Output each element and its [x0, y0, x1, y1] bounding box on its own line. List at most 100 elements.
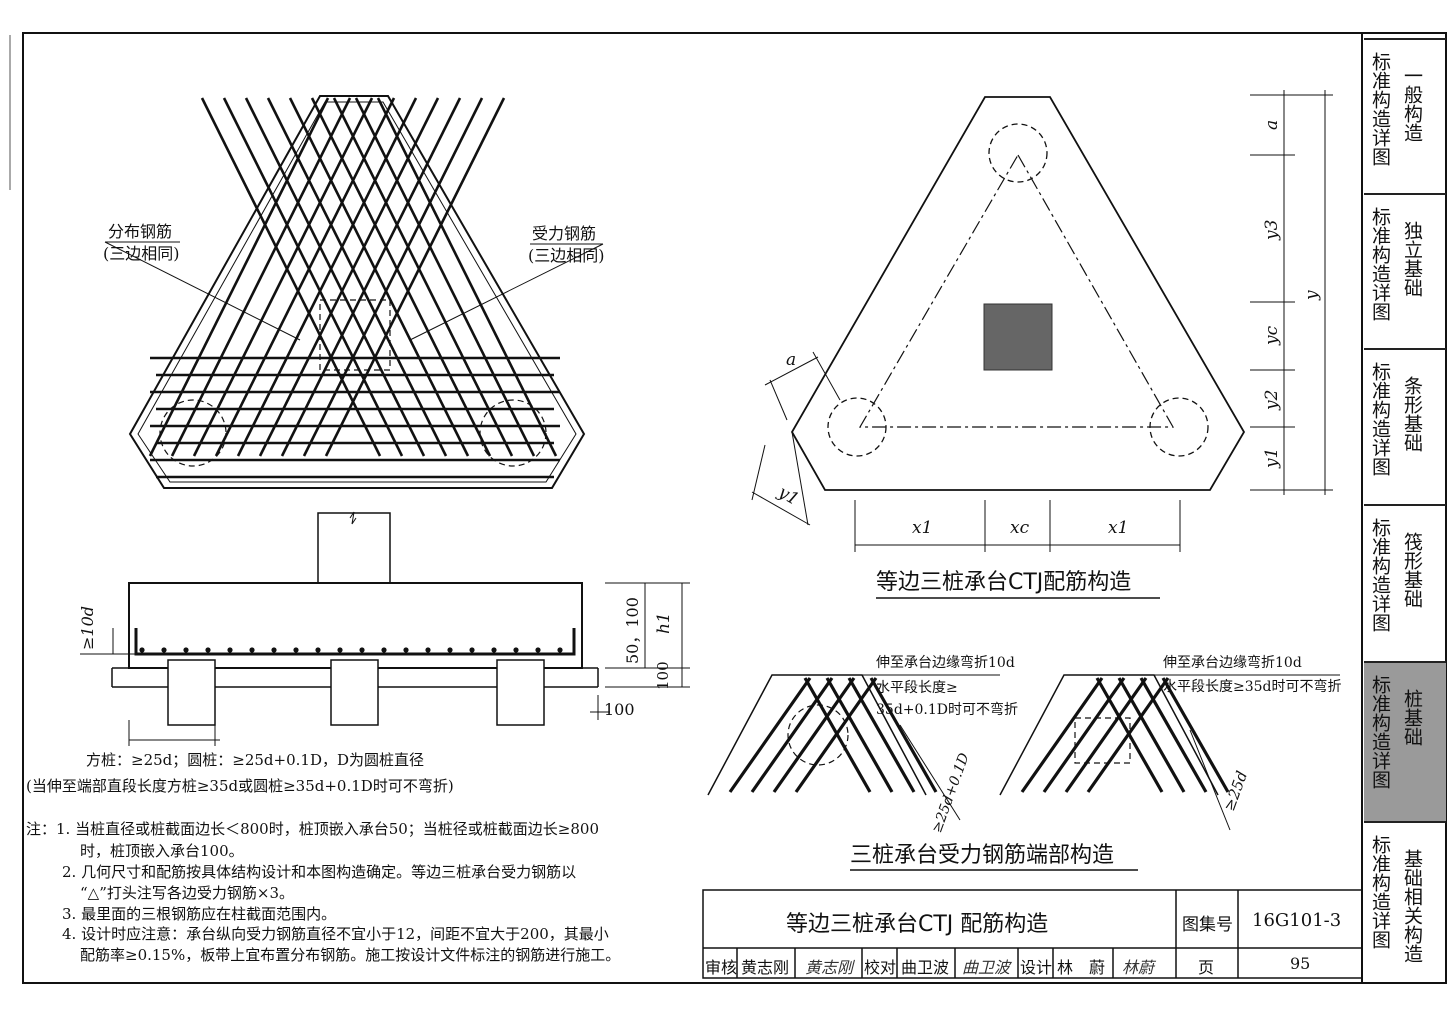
side-tab-raft-foundation[interactable]: 标准构造详图 筏形基础 — [1364, 504, 1446, 663]
dim-10d: ≥10d — [78, 605, 97, 650]
dim-xc: xc — [1010, 518, 1030, 538]
dim-a-right: a — [1262, 119, 1282, 130]
dim-h1: h1 — [654, 612, 674, 634]
rebar-diagonal-b — [310, 97, 492, 457]
end-bar-b — [1161, 677, 1230, 793]
section-rebar-dot — [227, 647, 233, 653]
rebar-diagonal-a — [214, 97, 396, 457]
label-distribution-rebar: 分布钢筋 — [108, 222, 173, 241]
section-rebar-dot — [447, 647, 453, 653]
rebar-diagonal-b — [288, 97, 470, 457]
section-rebar-dot — [513, 647, 519, 653]
dim-x1-left: x1 — [912, 518, 933, 538]
rebar-diagonal-b — [354, 97, 536, 457]
check-label: 校对 — [864, 958, 897, 977]
dim-y3: y3 — [1262, 219, 1282, 240]
end-bar-b — [825, 677, 894, 793]
section-rebar-dot — [205, 647, 211, 653]
side-tab-pile-foundation[interactable]: 标准构造详图 桩基础 — [1364, 661, 1446, 823]
section-rebar-dot — [271, 647, 277, 653]
right-end-note-2: 水平段长度≥35d时可不弯折 — [1163, 679, 1342, 695]
left-end-note-3: 35d+0.1D时可不弯折 — [876, 702, 1018, 718]
rebar-diagonal-a — [148, 97, 330, 457]
end-bar-a — [1042, 677, 1126, 793]
checker-name: 曲卫波 — [901, 958, 950, 977]
end-detail-view — [707, 674, 1340, 871]
reviewer-signature: 黄志刚 — [805, 958, 854, 977]
left-end-note-2: 水平段长度≥ — [876, 680, 958, 696]
dim-a-left: a — [786, 350, 797, 370]
section-rebar-dot — [337, 647, 343, 653]
atlas-number: 16G101-3 — [1252, 910, 1342, 931]
rebar-diagonal-b — [222, 97, 404, 457]
dim-y2: y2 — [1262, 389, 1282, 410]
embed-length-note-1: 方桩：≥25d；圆桩：≥25d+0.1D，D为圆桩直径 — [86, 751, 424, 769]
dim-y1-right: y1 — [1262, 447, 1282, 468]
rebar-diagonal-a — [258, 97, 440, 457]
rebar-diagonal-a — [192, 97, 374, 457]
design-label: 设计 — [1020, 958, 1053, 977]
rebar-diagonal-b — [376, 97, 558, 457]
dim-y: y — [1302, 290, 1322, 300]
section-view — [80, 511, 690, 746]
reviewer-name: 黄志刚 — [741, 958, 790, 977]
dim-yc: yc — [1262, 325, 1282, 345]
rebar-diagonal-a — [236, 97, 418, 457]
designer-name: 林 蔚 — [1057, 958, 1106, 977]
rebar-diagonal-b — [266, 97, 448, 457]
page-label: 页 — [1198, 958, 1215, 977]
drawing-title: 等边三桩承台CTJ 配筋构造 — [786, 912, 1049, 937]
end-bar-b — [1117, 677, 1186, 793]
end-bar-a — [750, 677, 834, 793]
end-bar-a — [1020, 677, 1104, 793]
label-main-rebar: 受力钢筋 — [532, 224, 597, 243]
end-bar-a — [728, 677, 812, 793]
end-bar-a — [794, 677, 878, 793]
note-line: 4. 设计时应注意：承台纵向受力钢筋直径不宜小于12，间距不宜大于200，其最小 — [62, 925, 609, 943]
end-bar-b — [847, 677, 916, 793]
note-line: 注：1. 当桩直径或桩截面边长＜800时，桩顶嵌入承台50；当桩径或桩截面边长≥… — [26, 820, 599, 838]
rebar-diagonal-a — [280, 97, 462, 457]
section-rebar-dot — [139, 647, 145, 653]
section-rebar-dot — [425, 647, 431, 653]
dim-100-horizontal: 100 — [604, 700, 635, 719]
dim-50-100: 50，100 — [623, 597, 642, 664]
side-tab-isolated-footing[interactable]: 标准构造详图 独立基础 — [1364, 193, 1446, 350]
right-end-note-1: 伸至承台边缘弯折10d — [1163, 655, 1302, 671]
section-rebar-dot — [183, 647, 189, 653]
page-number: 95 — [1290, 954, 1311, 973]
section-rebar-dot — [535, 647, 541, 653]
side-tab-strip-footing[interactable]: 标准构造详图 条形基础 — [1364, 348, 1446, 506]
end-bar-a — [1064, 677, 1148, 793]
note-line: 配筋率≥0.15%，板带上宜布置分布钢筋。施工按设计文件标注的钢筋进行施工。 — [80, 946, 621, 964]
note-line: 2. 几何尺寸和配筋按具体结构设计和本图构造确定。等边三桩承台受力钢筋以 — [62, 863, 577, 881]
left-end-note-1: 伸至承台边缘弯折10d — [876, 655, 1015, 671]
designer-signature: 林蔚 — [1122, 958, 1155, 977]
rebar-diagonal-a — [324, 97, 506, 457]
left-plan-view — [104, 95, 604, 489]
review-label: 审核 — [705, 958, 738, 977]
side-tab-related-construction[interactable]: 标准构造详图 基础相关构造 — [1364, 821, 1446, 983]
plan-title: 等边三桩承台CTJ配筋构造 — [876, 570, 1132, 595]
section-rebar-dot — [469, 647, 475, 653]
rebar-diagonal-a — [170, 97, 352, 457]
end-bar-a — [772, 677, 856, 793]
end-detail-title: 三桩承台受力钢筋端部构造 — [850, 843, 1115, 868]
section-rebar-dot — [491, 647, 497, 653]
dim-100-vertical: 100 — [654, 661, 672, 690]
section-rebar-dot — [403, 647, 409, 653]
end-bar-a — [1086, 677, 1170, 793]
section-rebar-dot — [293, 647, 299, 653]
rebar-diagonal-b — [200, 97, 382, 457]
section-rebar-dot — [249, 647, 255, 653]
embed-length-note-2: (当伸至端部直段长度方桩≥35d或圆桩≥35d+0.1D时可不弯折) — [26, 777, 454, 795]
section-rebar-dot — [359, 647, 365, 653]
checker-signature: 曲卫波 — [962, 958, 1011, 977]
side-tab-general[interactable]: 标准构造详图 一般构造 — [1364, 38, 1446, 195]
label-distribution-note: (三边相同) — [103, 244, 180, 263]
right-plan-view — [751, 90, 1333, 599]
dim-x1-right: x1 — [1108, 518, 1129, 538]
note-line: “△”打头注写各边受力钢筋×3。 — [80, 884, 294, 902]
section-rebar-dot — [315, 647, 321, 653]
